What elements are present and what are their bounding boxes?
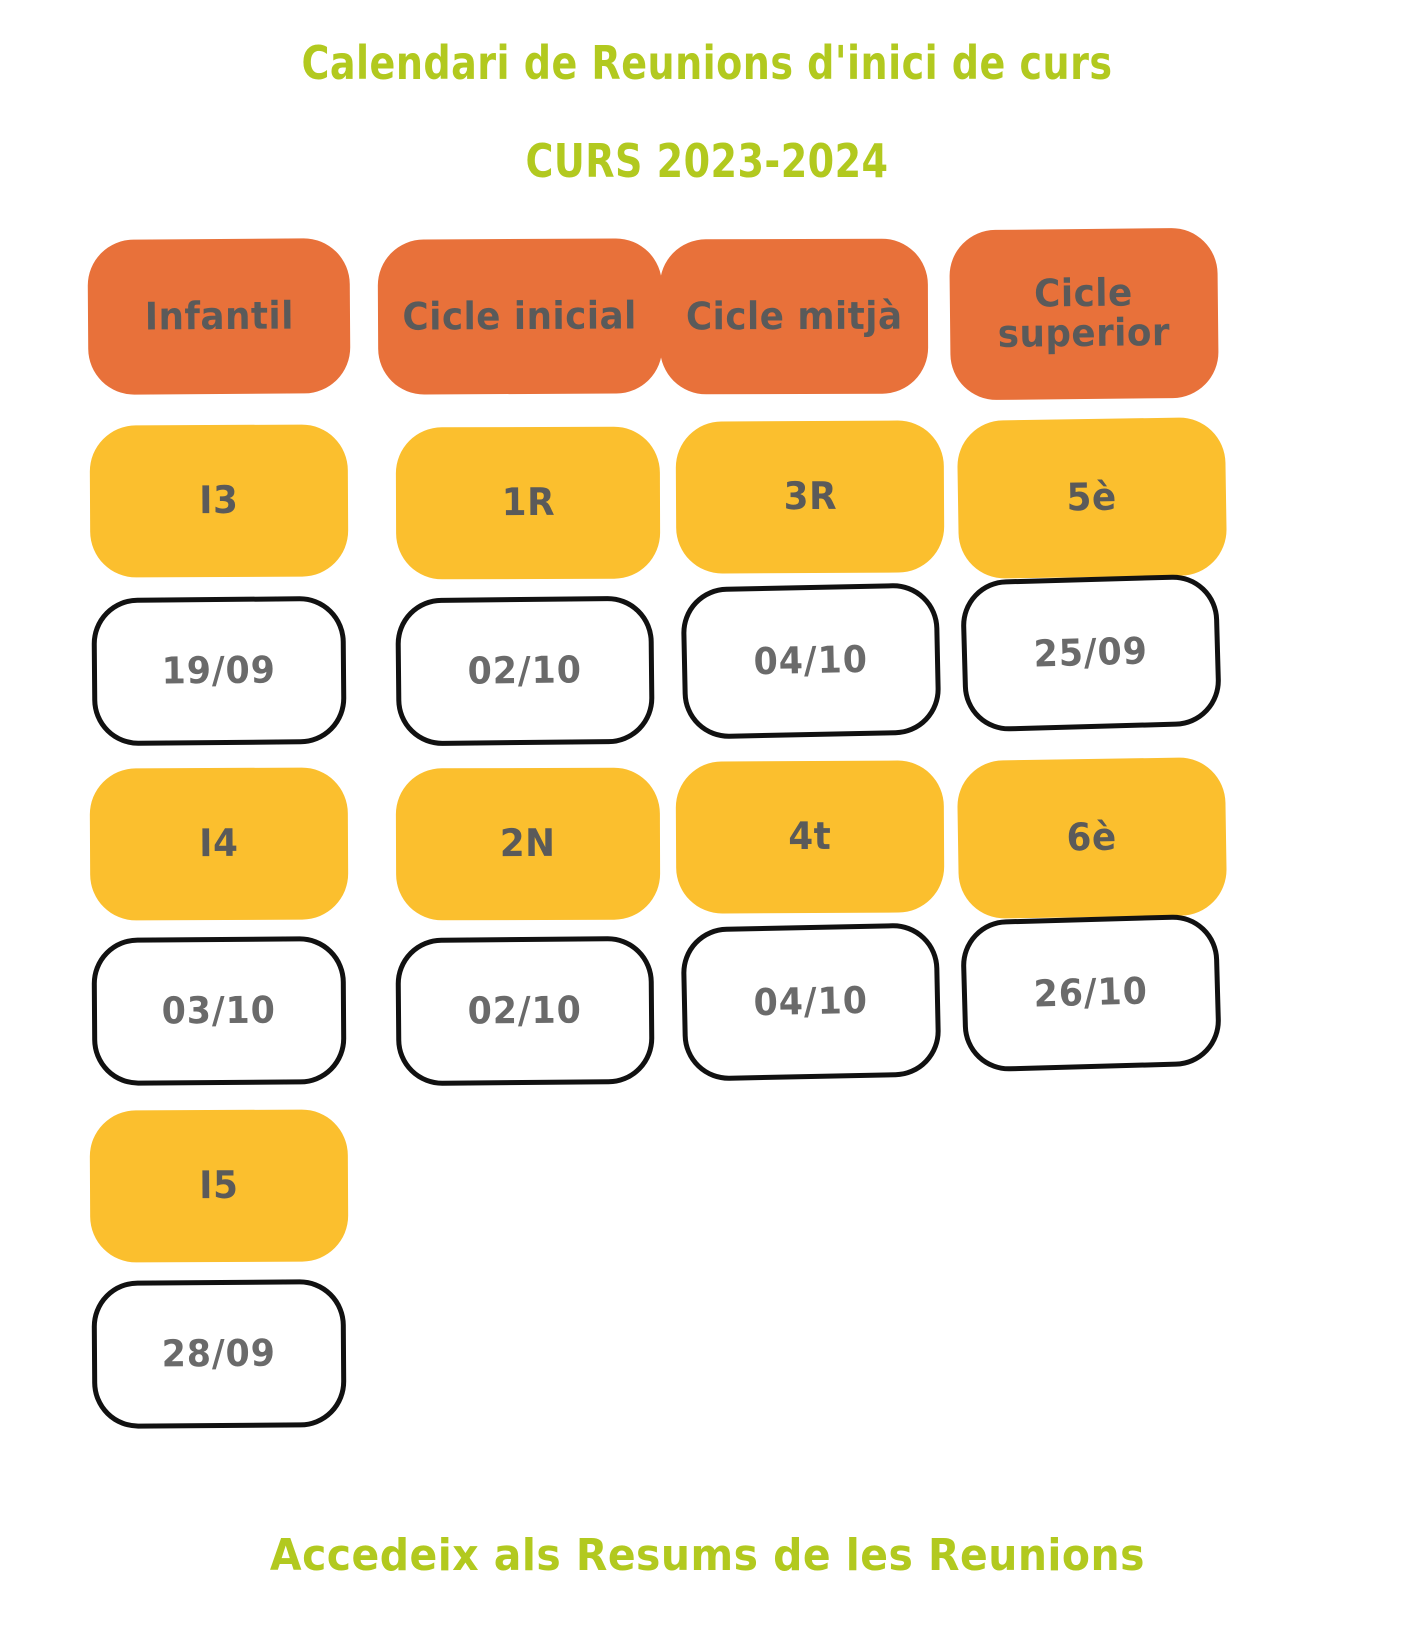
grade-label: 5è xyxy=(1066,474,1118,520)
grade-card-i4: I4 xyxy=(89,767,349,921)
column-header-label: Infantil xyxy=(144,293,294,339)
date-card-i5[interactable]: 28/09 xyxy=(91,1279,347,1429)
grade-card-5e: 5è xyxy=(956,416,1228,580)
grade-card-4t: 4t xyxy=(675,760,945,914)
grade-label: I3 xyxy=(199,477,239,523)
date-label: 25/09 xyxy=(1033,628,1149,676)
column-header-label: Cicle mitjà xyxy=(685,293,903,338)
date-card-i4[interactable]: 03/10 xyxy=(91,936,347,1086)
poster-footer: Accedeix als Resums de les Reunions xyxy=(0,1530,1414,1581)
column-header-infantil: Infantil xyxy=(87,238,351,395)
grade-label: 2N xyxy=(500,820,556,866)
date-label: 04/10 xyxy=(753,978,869,1024)
date-card-3r[interactable]: 04/10 xyxy=(680,582,942,740)
grade-card-1r: 1R xyxy=(395,426,661,580)
date-label: 04/10 xyxy=(753,637,869,683)
grade-label: I5 xyxy=(199,1162,239,1208)
column-header-cicle-superior: Cicle superior xyxy=(949,227,1219,401)
date-card-1r[interactable]: 02/10 xyxy=(395,595,655,747)
grade-card-6e: 6è xyxy=(956,756,1228,920)
resums-link[interactable]: Accedeix als Resums de les Reunions xyxy=(269,1530,1145,1581)
grade-label: I4 xyxy=(199,820,239,866)
title-line-1: Calendari de Reunions d'inici de curs xyxy=(301,36,1113,90)
grade-label: 3R xyxy=(783,473,837,519)
column-header-label: Cicle inicial xyxy=(402,292,638,339)
date-card-2n[interactable]: 02/10 xyxy=(395,935,655,1087)
date-card-5e[interactable]: 25/09 xyxy=(959,573,1223,733)
poster-title: Calendari de Reunions d'inici de curs CU… xyxy=(0,40,1414,184)
grade-label: 4t xyxy=(788,813,832,859)
grade-label: 6è xyxy=(1066,814,1118,860)
grade-label: 1R xyxy=(501,479,555,525)
column-header-cicle-mitja: Cicle mitjà xyxy=(659,238,929,395)
date-card-i3[interactable]: 19/09 xyxy=(91,595,347,747)
column-header-label: Cicle superior xyxy=(997,270,1171,356)
title-line-2: CURS 2023-2024 xyxy=(525,134,889,188)
column-header-cicle-inicial: Cicle inicial xyxy=(377,238,663,395)
schedule-grid: Infantil I3 19/09 I4 03/10 I5 28/09 Cicl… xyxy=(0,225,1414,1475)
date-label: 02/10 xyxy=(467,988,583,1033)
date-label: 03/10 xyxy=(161,988,277,1032)
grade-card-2n: 2N xyxy=(395,767,661,921)
date-label: 02/10 xyxy=(467,647,583,693)
grade-card-i3: I3 xyxy=(89,424,349,578)
grade-card-3r: 3R xyxy=(675,420,945,574)
date-card-4t[interactable]: 04/10 xyxy=(680,922,942,1082)
grade-card-i5: I5 xyxy=(89,1109,349,1263)
date-label: 28/09 xyxy=(161,1331,277,1375)
date-label: 19/09 xyxy=(161,648,277,693)
date-card-6e[interactable]: 26/10 xyxy=(959,913,1223,1073)
date-label: 26/10 xyxy=(1033,968,1149,1016)
